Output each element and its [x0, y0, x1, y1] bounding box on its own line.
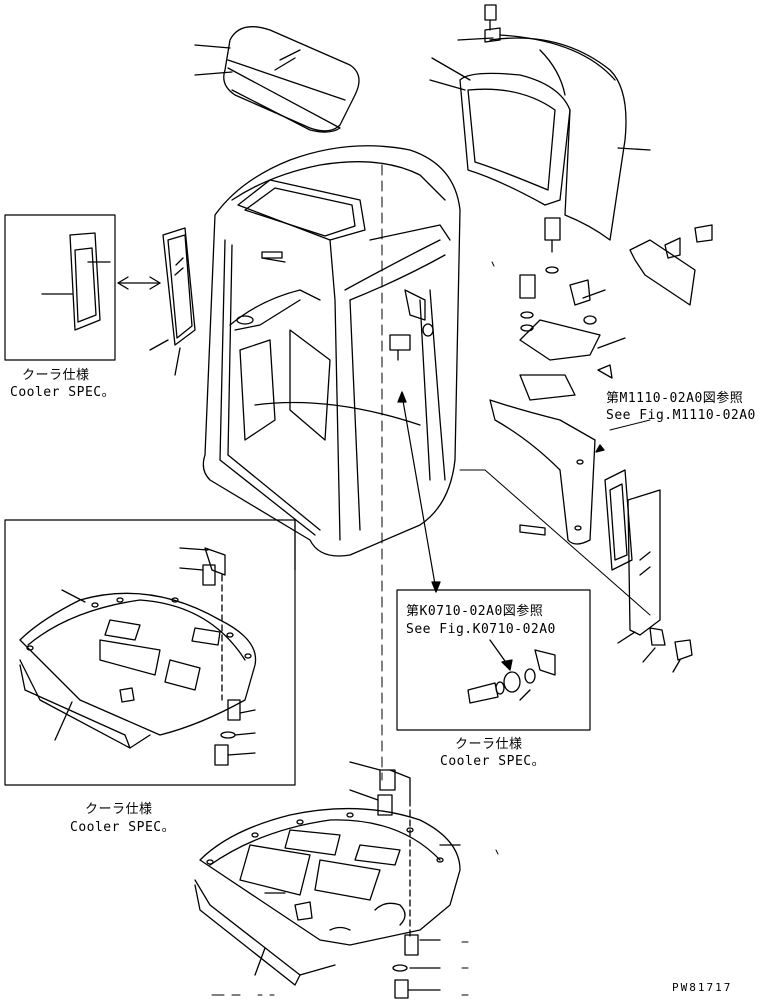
- ref-k0710-en: See Fig.K0710-02A0: [406, 622, 556, 637]
- side-window-glass: [149, 227, 196, 376]
- floor-plate-main: [194, 761, 461, 999]
- drawing-code: PW81717: [672, 981, 733, 994]
- side-trim: [489, 224, 713, 545]
- right-lower-glass: [604, 469, 693, 673]
- roof-window-glass: [194, 26, 360, 133]
- ref-k0710-inset: [396, 589, 591, 731]
- cooler-spec-bottom-en: Cooler SPEC。: [70, 820, 176, 835]
- cooler-spec-left-en: Cooler SPEC。: [10, 385, 116, 400]
- cooler-spec-bottom-jp: クーラ仕様: [85, 802, 153, 817]
- side-window-inset: [41, 232, 161, 331]
- cab-frame: [202, 145, 461, 557]
- connector-line-c: [484, 469, 651, 616]
- cooler-spec-left-jp: クーラ仕様: [22, 368, 90, 383]
- ref-m1110-en: See Fig.M1110-02A0: [606, 408, 756, 423]
- k0710-hardware: [467, 639, 556, 704]
- floor-plate-cooler: [19, 547, 257, 766]
- rear-cover-panel: [429, 4, 651, 241]
- ref-k0710-jp: 第K0710-02A0図参照: [406, 604, 544, 619]
- cooler-spec-inset-bottom: [4, 519, 296, 786]
- cooler-spec-inset-left: [4, 214, 116, 361]
- cooler-spec-mid-jp: クーラ仕様: [455, 737, 523, 752]
- connector-line-a: [401, 394, 437, 591]
- cooler-spec-mid-en: Cooler SPEC。: [440, 754, 546, 769]
- hinge-hardware: [389, 217, 626, 401]
- leader-ticks: [211, 261, 499, 996]
- ref-m1110-jp: 第M1110-02A0図参照: [606, 391, 744, 406]
